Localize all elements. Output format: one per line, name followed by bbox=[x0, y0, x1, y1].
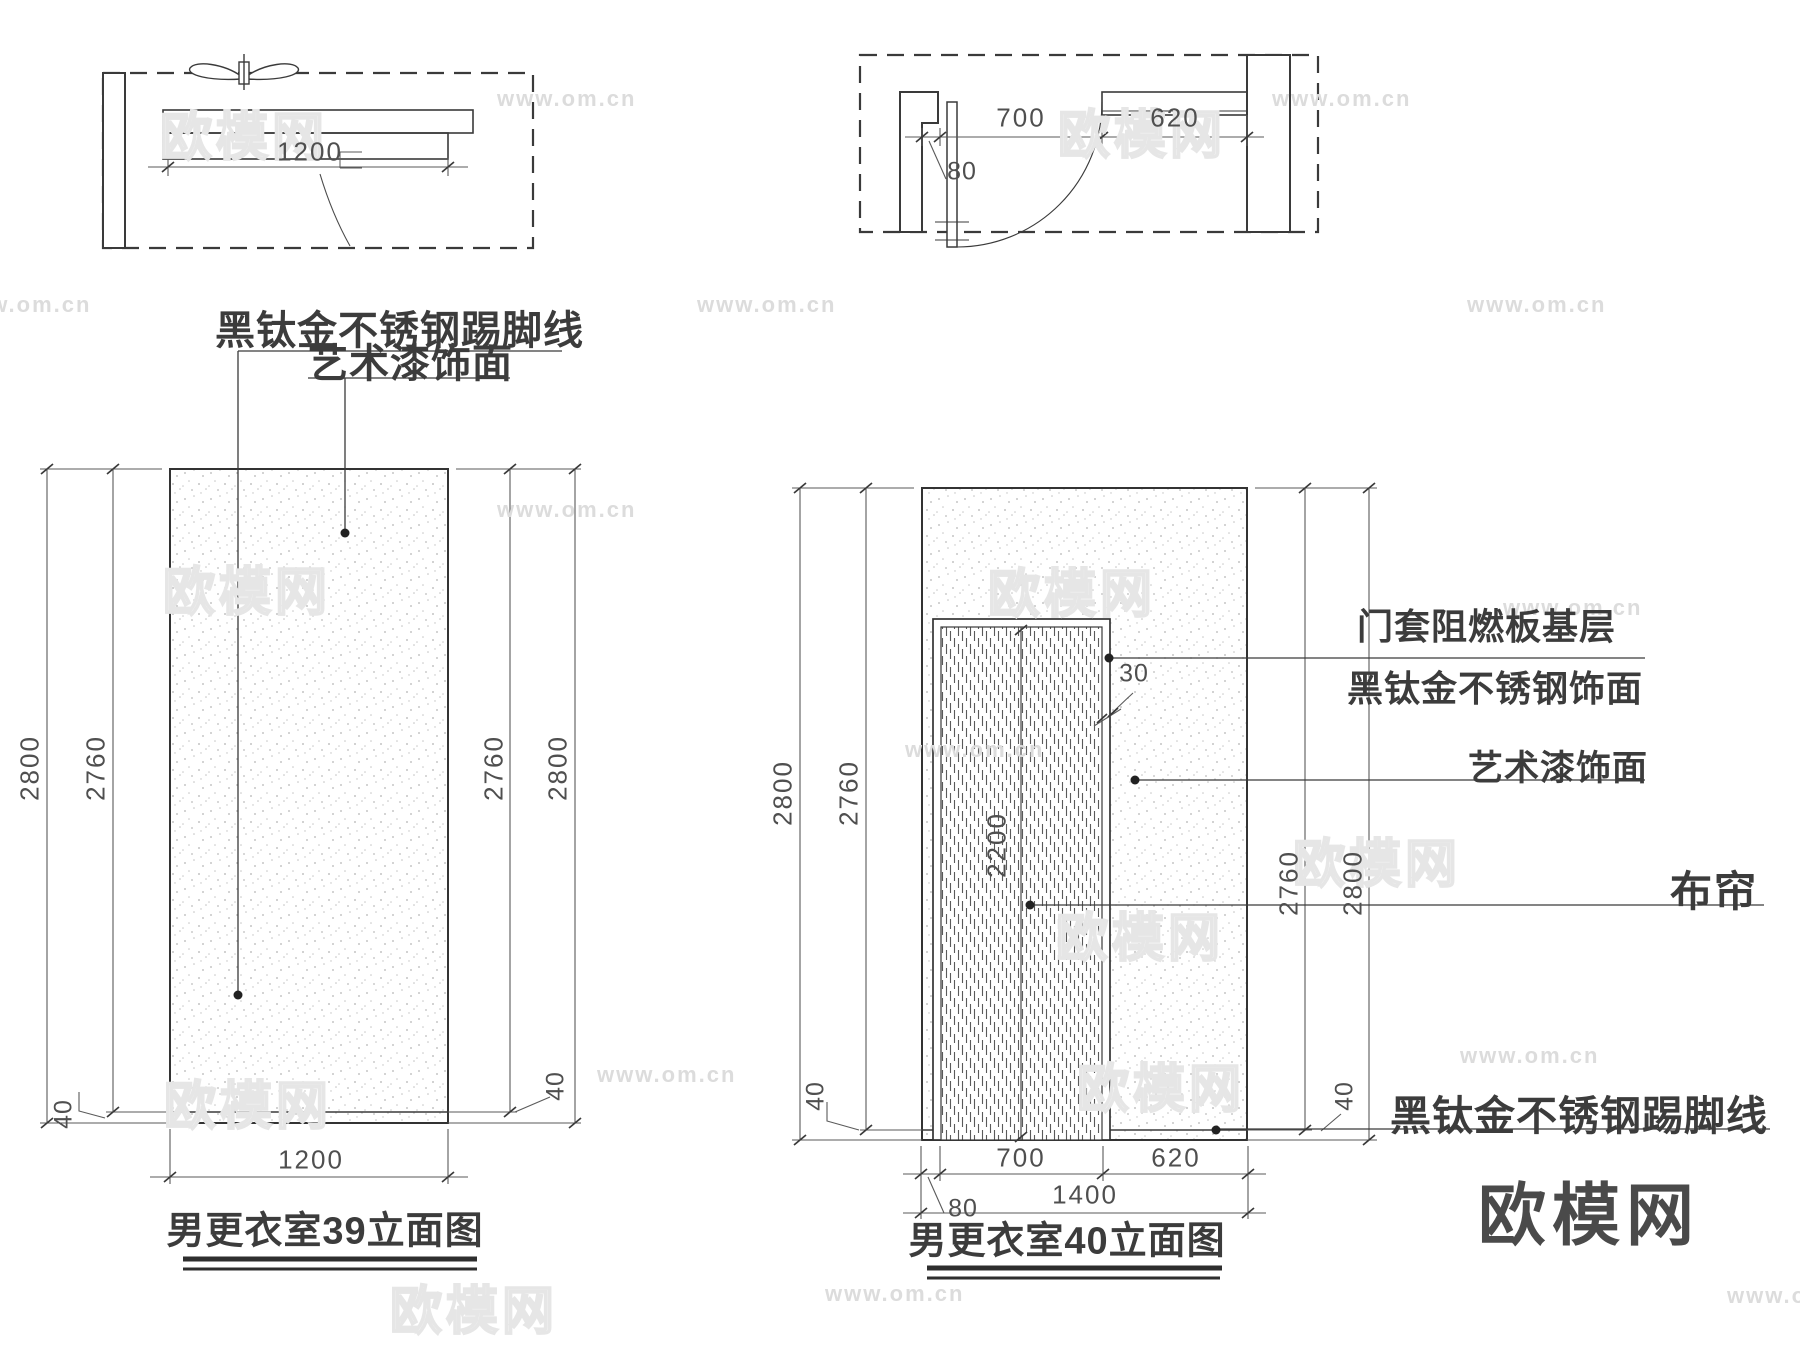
callout-door-frame-finish-40: 黑钛金不锈钢饰面 bbox=[1347, 668, 1644, 709]
plan-view-40 bbox=[858, 53, 1320, 248]
watermark-brand: 欧模网 bbox=[1292, 835, 1462, 895]
dim-2760-right-40: 2760 bbox=[1273, 850, 1304, 916]
plan40-offset-dim: 80 bbox=[947, 157, 977, 186]
watermark-url: www.om.cn bbox=[0, 292, 92, 317]
door-handle-plan-icon bbox=[189, 54, 299, 90]
callout-door-frame-base-40: 门套阻燃板基层 bbox=[1357, 606, 1617, 647]
dim-80-bottom-40: 80 bbox=[948, 1194, 978, 1223]
watermark-url: www.om.cn bbox=[597, 1062, 737, 1087]
dim-2800-left-39: 2800 bbox=[14, 735, 45, 801]
dim-40-right-40: 40 bbox=[1330, 1081, 1359, 1111]
callout-art-paint-39: 艺术漆饰面 bbox=[308, 342, 513, 386]
watermark-brand: 欧模网 bbox=[162, 563, 332, 623]
callout-skirting-40: 黑钛金不锈钢踢脚线 bbox=[1390, 1093, 1768, 1139]
dim-620-bottom-40: 620 bbox=[1151, 1142, 1201, 1173]
watermark-brand: 欧模网 bbox=[1076, 1060, 1246, 1120]
wall-art-paint-39 bbox=[169, 468, 449, 1124]
watermark-url: www.om.cn bbox=[1503, 595, 1643, 620]
dim-2760-left-40: 2760 bbox=[833, 760, 864, 826]
dim-30-reveal-40: 30 bbox=[1119, 659, 1149, 688]
watermark-brand: 欧模网 bbox=[987, 565, 1157, 625]
plan40-door-dim: 700 bbox=[996, 102, 1046, 133]
watermark-brand: 欧模网 bbox=[163, 1077, 333, 1137]
elevation-39-drawing bbox=[40, 350, 582, 1271]
door-swing-arc bbox=[956, 101, 1103, 248]
callout-art-paint-40: 艺术漆饰面 bbox=[1468, 749, 1649, 788]
dim-40-left-40: 40 bbox=[801, 1081, 830, 1111]
dim-2760-right-39: 2760 bbox=[478, 735, 509, 801]
dim-2760-left-39: 2760 bbox=[80, 735, 111, 801]
dim-40-left-39: 40 bbox=[49, 1099, 78, 1129]
plan39-width-dim: 1200 bbox=[277, 136, 343, 167]
dim-1400-bottom-40: 1400 bbox=[1052, 1179, 1118, 1210]
watermark-url: www.om.cn bbox=[1727, 1283, 1800, 1308]
watermark-url: www.om.cn bbox=[497, 497, 637, 522]
watermark-url: www.om.cn bbox=[497, 86, 637, 111]
watermark-brand: 欧模网 bbox=[389, 1282, 559, 1342]
dim-1200-bottom-39: 1200 bbox=[278, 1144, 344, 1175]
watermark-brand: 欧模网 bbox=[159, 108, 329, 168]
watermark-url: www.om.cn bbox=[697, 292, 837, 317]
elevation-40-drawing bbox=[792, 482, 1770, 1280]
watermark-url: www.om.cn bbox=[1467, 292, 1607, 317]
watermark-url: www.om.cn bbox=[825, 1281, 965, 1306]
watermark-url: www.om.cn bbox=[1272, 86, 1412, 111]
dim-2800-right-40: 2800 bbox=[1337, 850, 1368, 916]
elevation-39-title: 男更衣室39立面图 bbox=[166, 1210, 484, 1253]
dim-2200-door-40: 2200 bbox=[981, 812, 1012, 878]
watermark-brand: 欧模网 bbox=[1055, 909, 1225, 969]
elevation-40-title: 男更衣室40立面图 bbox=[908, 1220, 1226, 1263]
watermark-url: www.om.cn bbox=[905, 737, 1045, 762]
plan-view-39 bbox=[101, 54, 535, 250]
dim-700-bottom-40: 700 bbox=[996, 1142, 1046, 1173]
callout-curtain-40: 布帘 bbox=[1670, 868, 1759, 915]
site-logo: 欧模网 bbox=[1478, 1178, 1701, 1254]
watermark-brand: 欧模网 bbox=[1057, 106, 1227, 166]
dim-2800-left-40: 2800 bbox=[767, 760, 798, 826]
callout-skirting-39: 黑钛金不锈钢踢脚线 bbox=[215, 309, 584, 353]
dim-40-right-39: 40 bbox=[541, 1071, 570, 1101]
dim-2800-right-39: 2800 bbox=[542, 735, 573, 801]
door-leaf-plan bbox=[946, 101, 958, 248]
watermark-url: www.om.cn bbox=[1460, 1043, 1600, 1068]
plan40-right-dim: 620 bbox=[1150, 102, 1200, 133]
